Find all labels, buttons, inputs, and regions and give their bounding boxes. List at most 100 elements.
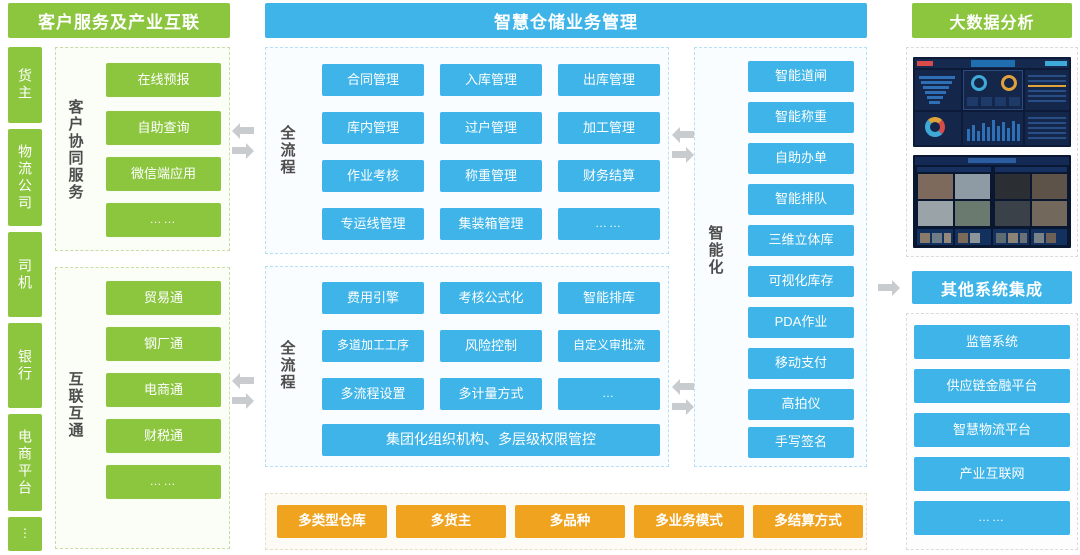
actor-chip-2[interactable]: 司机	[8, 232, 42, 317]
item-label: 多流程设置	[340, 385, 406, 401]
left-item-1-3[interactable]: 财税通	[106, 419, 221, 453]
other-system-item-1[interactable]: 供应链金融平台	[914, 369, 1070, 403]
center-item-1-1-1[interactable]: 风险控制	[440, 330, 542, 362]
item-label: 多品种	[549, 513, 591, 529]
connector-left-center-bottom	[232, 372, 254, 409]
right-top-header: 大数据分析	[912, 3, 1072, 38]
item-label: 多结算方式	[774, 513, 842, 529]
item-label: 多业务模式	[655, 513, 723, 529]
actor-chip-0[interactable]: 货主	[8, 47, 42, 123]
arrow-right-icon	[232, 392, 254, 409]
intelligent-item-2[interactable]: 自助办单	[748, 143, 854, 174]
intelligent-item-5[interactable]: 可视化库存	[748, 266, 854, 297]
center-item-0-2-1[interactable]: 称重管理	[440, 160, 542, 192]
right-bottom-header-label: 其他系统集成	[940, 281, 1043, 299]
item-label: 集装箱管理	[458, 215, 524, 231]
center-item-1-1-0[interactable]: 多道加工工序	[322, 330, 424, 362]
intelligent-item-0[interactable]: 智能道闸	[748, 61, 854, 92]
center-item-0-1-1[interactable]: 过户管理	[440, 112, 542, 144]
item-label: 加工管理	[582, 119, 635, 135]
vertical-label-text: 全流程	[278, 339, 296, 391]
item-label: 费用引擎	[346, 289, 399, 305]
other-system-item-4[interactable]: ……	[914, 501, 1070, 535]
left-item-1-2[interactable]: 电商通	[106, 373, 221, 407]
item-label: 自定义审批流	[572, 338, 645, 353]
item-label: 多货主	[430, 513, 472, 529]
actor-chip-4[interactable]: 电商平台	[8, 414, 42, 511]
intelligent-item-6[interactable]: PDA作业	[748, 307, 854, 338]
arrow-left-icon	[232, 122, 254, 139]
actor-label: 司机	[17, 257, 33, 292]
center-item-0-3-0[interactable]: 专运线管理	[322, 208, 424, 240]
intelligent-item-8[interactable]: 高拍仪	[748, 389, 854, 420]
center-item-1-2-0[interactable]: 多流程设置	[322, 378, 424, 410]
left-item-0-1[interactable]: 自助查询	[106, 111, 221, 145]
left-item-1-0[interactable]: 贸易通	[106, 281, 221, 315]
bottom-tag-2[interactable]: 多品种	[515, 505, 625, 538]
left-column-header: 客户服务及产业互联	[8, 3, 230, 38]
bottom-tag-0[interactable]: 多类型仓库	[277, 505, 387, 538]
interconnection-vertical-label: 互联互通	[62, 330, 88, 480]
actor-chip-5[interactable]: ⋮	[8, 517, 42, 551]
vertical-label-text: 智能化	[706, 224, 724, 276]
item-label: 智能排队	[774, 191, 827, 207]
bottom-tag-3[interactable]: 多业务模式	[634, 505, 744, 538]
vertical-label-text: 互联互通	[66, 371, 84, 439]
item-label: 风险控制	[464, 337, 517, 353]
customer-collaboration-vertical-label: 客户协同服务	[62, 60, 88, 240]
center-item-0-3-2[interactable]: ……	[558, 208, 660, 240]
left-item-0-2[interactable]: 微信端应用	[106, 157, 221, 191]
center-group-0-vertical-label: 全流程	[274, 110, 300, 190]
other-system-item-0[interactable]: 监管系统	[914, 325, 1070, 359]
actor-label: 物流公司	[17, 143, 33, 212]
center-item-1-2-1[interactable]: 多计量方式	[440, 378, 542, 410]
intelligent-item-9[interactable]: 手写签名	[748, 427, 854, 458]
intelligent-item-3[interactable]: 智能排队	[748, 184, 854, 215]
item-label: 过户管理	[464, 119, 517, 135]
intelligent-item-7[interactable]: 移动支付	[748, 348, 854, 379]
center-item-1-1-2[interactable]: 自定义审批流	[558, 330, 660, 362]
left-item-0-0[interactable]: 在线预报	[106, 63, 221, 97]
left-item-1-4[interactable]: ……	[106, 465, 221, 499]
arrow-left-icon	[672, 126, 694, 143]
other-system-item-2[interactable]: 智慧物流平台	[914, 413, 1070, 447]
center-column-header: 智慧仓储业务管理	[265, 3, 867, 38]
center-item-0-1-0[interactable]: 库内管理	[322, 112, 424, 144]
item-label: 高拍仪	[781, 396, 821, 412]
other-system-item-3[interactable]: 产业互联网	[914, 457, 1070, 491]
actor-label: 电商平台	[17, 428, 33, 497]
actor-chip-3[interactable]: 银行	[8, 323, 42, 408]
item-label: 智能称重	[774, 109, 827, 125]
left-item-0-3[interactable]: ……	[106, 203, 221, 237]
item-label: 智慧物流平台	[952, 421, 1031, 437]
center-item-0-3-1[interactable]: 集装箱管理	[440, 208, 542, 240]
item-label: 自助办单	[774, 150, 827, 166]
video-wall-thumbnail[interactable]	[913, 155, 1071, 248]
intelligent-item-1[interactable]: 智能称重	[748, 102, 854, 133]
bi-dashboard-thumbnail[interactable]	[913, 57, 1071, 147]
item-label: 产业互联网	[959, 465, 1025, 481]
center-item-1-2-2[interactable]: …	[558, 378, 660, 410]
center-item-1-0-0[interactable]: 费用引擎	[322, 282, 424, 314]
center-item-0-2-2[interactable]: 财务结算	[558, 160, 660, 192]
center-item-0-0-2[interactable]: 出库管理	[558, 64, 660, 96]
bottom-tag-1[interactable]: 多货主	[396, 505, 506, 538]
intelligent-item-4[interactable]: 三维立体库	[748, 225, 854, 256]
actor-chip-1[interactable]: 物流公司	[8, 129, 42, 226]
center-item-0-2-0[interactable]: 作业考核	[322, 160, 424, 192]
item-label: 电商通	[143, 381, 183, 397]
center-item-0-1-2[interactable]: 加工管理	[558, 112, 660, 144]
center-group-1-wide-item[interactable]: 集团化组织机构、多层级权限管控	[322, 424, 660, 456]
actor-label: 货主	[17, 68, 33, 102]
left-item-1-1[interactable]: 钢厂通	[106, 327, 221, 361]
item-label: ……	[149, 474, 178, 489]
item-label: 财税通	[143, 427, 183, 443]
center-item-0-0-0[interactable]: 合同管理	[322, 64, 424, 96]
center-item-0-0-1[interactable]: 入库管理	[440, 64, 542, 96]
item-label: 钢厂通	[143, 335, 183, 351]
center-item-1-0-1[interactable]: 考核公式化	[440, 282, 542, 314]
center-item-1-0-2[interactable]: 智能排库	[558, 282, 660, 314]
arrow-right-icon	[232, 142, 254, 159]
item-label: 智能道闸	[774, 68, 827, 84]
bottom-tag-4[interactable]: 多结算方式	[753, 505, 863, 538]
